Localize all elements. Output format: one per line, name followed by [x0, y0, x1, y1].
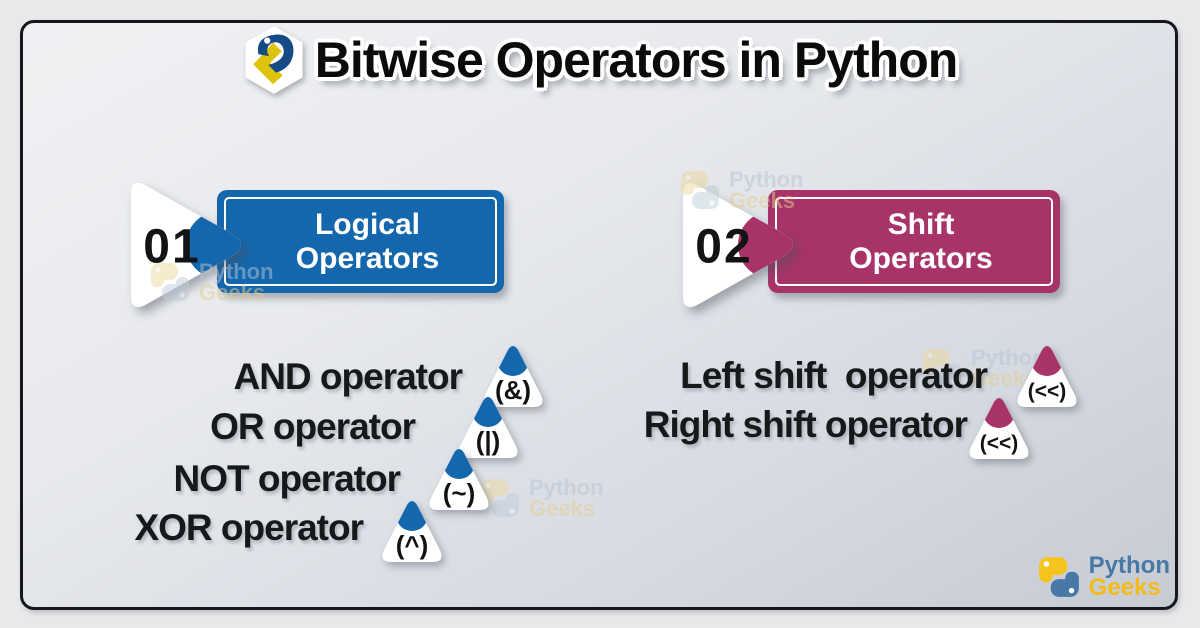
section-01-number-triangle: 01 [131, 182, 241, 308]
operator-label-not: NOT operator [173, 458, 401, 499]
section-01-number: 01 [143, 221, 200, 274]
operator-triangle-xor: (^) [382, 501, 442, 562]
operator-symbol-or: (|) [476, 426, 501, 456]
operator-symbol-right-shift: (<<) [980, 432, 1019, 455]
section-02-label-line2: Operators [849, 241, 993, 275]
operator-triangle-not: (~) [429, 449, 489, 510]
operator-symbol-left-shift: (<<) [1028, 380, 1067, 403]
operator-label-or: OR operator [210, 406, 416, 447]
section-01-header-box: Logical Operators [217, 190, 504, 293]
operator-triangle-left-shift: (<<) [1017, 346, 1077, 407]
operator-symbol-xor: (^) [396, 530, 429, 560]
section-01-label-line1: Logical [314, 207, 420, 241]
section-02-label: Shift Operators [768, 190, 1060, 293]
pythongeeks-badge-icon [245, 26, 303, 94]
pythongeeks-logo: Python Geeks [1034, 551, 1170, 601]
operator-label-left-shift: Left shift operator [680, 355, 988, 396]
section-01-label-line2: Operators [295, 241, 440, 275]
section-01-label: Logical Operators [217, 190, 504, 293]
card-frame [20, 20, 1178, 610]
operator-triangle-and: (&) [483, 346, 543, 407]
section-02-number-triangle: 02 [683, 182, 793, 308]
python-icon [1038, 557, 1079, 597]
operator-label-right-shift: Right shift operator [643, 404, 968, 445]
logo-line1: Python [1088, 551, 1170, 579]
operator-symbol-and: (&) [495, 375, 531, 405]
operator-triangle-or: (|) [458, 397, 518, 458]
operator-triangle-right-shift: (<<) [969, 398, 1029, 459]
section-02-header-box: Shift Operators [768, 190, 1060, 293]
logo-line2: Geeks [1088, 574, 1161, 601]
logo-text: Python Geeks [1088, 551, 1170, 601]
operator-label-xor: XOR operator [134, 507, 364, 548]
section-02-number: 02 [695, 221, 752, 274]
page-title: Bitwise Operators in Python [314, 32, 959, 88]
header: Bitwise Operators in Python [0, 26, 1200, 94]
operator-symbol-not: (~) [443, 478, 476, 508]
section-02-label-line1: Shift [887, 207, 955, 241]
operator-label-and: AND operator [233, 356, 463, 397]
